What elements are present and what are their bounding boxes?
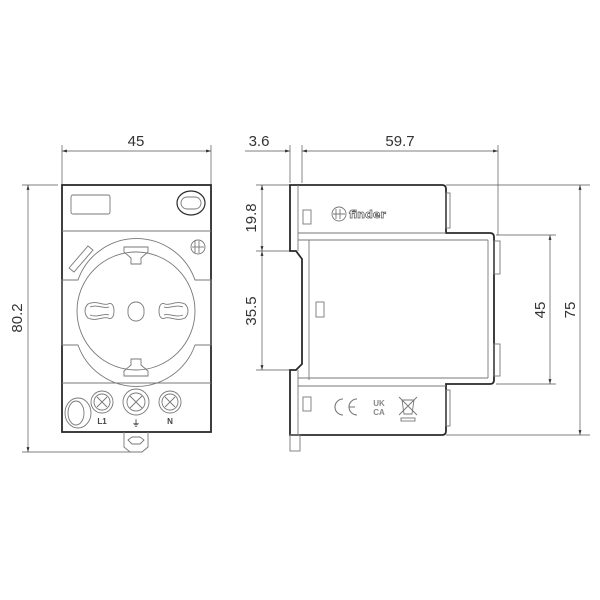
- svg-text:UK: UK: [373, 399, 385, 408]
- front-view: 45 80.2: [9, 133, 212, 453]
- earth-clip-bottom: [123, 358, 149, 377]
- socket-hole-right: [158, 302, 189, 320]
- indicator-lens: [176, 190, 206, 216]
- socket-face: [61, 238, 212, 387]
- release-slot: [64, 397, 92, 429]
- dim-label-top-section: 19.8: [243, 203, 260, 232]
- dim-front-width: 45: [61, 133, 212, 185]
- terminal-screw-l1-icon: [90, 390, 114, 414]
- svg-text:CA: CA: [373, 408, 385, 417]
- front-body-outline: [61, 184, 212, 433]
- approval-mark-icon: [190, 239, 206, 255]
- dim-label-body-height: 75: [562, 302, 579, 319]
- terminal-screw-n-icon: [158, 390, 182, 414]
- din-clip: [123, 432, 149, 453]
- terminal-label-n: N: [167, 417, 173, 426]
- finder-logo: finder: [331, 206, 387, 222]
- dim-label-depth: 59.7: [385, 133, 414, 150]
- dim-label-width: 45: [128, 133, 145, 150]
- dim-label-front-height: 45: [532, 302, 549, 319]
- side-slot: [315, 301, 325, 318]
- socket-hole-center: [127, 301, 145, 322]
- weee-bin-icon: [398, 396, 418, 422]
- earth-clip-top: [123, 246, 149, 265]
- dim-side-left: 19.8 35.5: [243, 184, 290, 371]
- release-tab: [68, 245, 94, 273]
- ce-mark-icon: [334, 398, 358, 416]
- side-body-outline: [289, 184, 495, 436]
- dim-label-rail-offset: 3.6: [249, 133, 270, 150]
- ukca-mark-icon: UK CA: [373, 399, 385, 417]
- terminal-screw-earth-icon: [122, 388, 150, 416]
- terminal-label-earth: ⏚: [132, 419, 140, 428]
- dim-side-top: 3.6 59.7: [245, 133, 499, 235]
- logo-text: finder: [349, 208, 386, 221]
- dim-side-right: 45 75: [446, 184, 590, 436]
- socket-hole-left: [84, 302, 115, 320]
- dim-front-height: 80.2: [9, 184, 130, 453]
- side-view: 3.6 59.7 19.8 35.5 45 75: [243, 133, 590, 452]
- dim-label-rail-section: 35.5: [243, 296, 260, 325]
- dim-label-height: 80.2: [9, 303, 26, 332]
- terminals: L1 ⏚ N: [64, 388, 182, 429]
- side-din-clip: [289, 434, 301, 452]
- label-window: [70, 194, 111, 215]
- terminal-label-l1: L1: [97, 417, 107, 426]
